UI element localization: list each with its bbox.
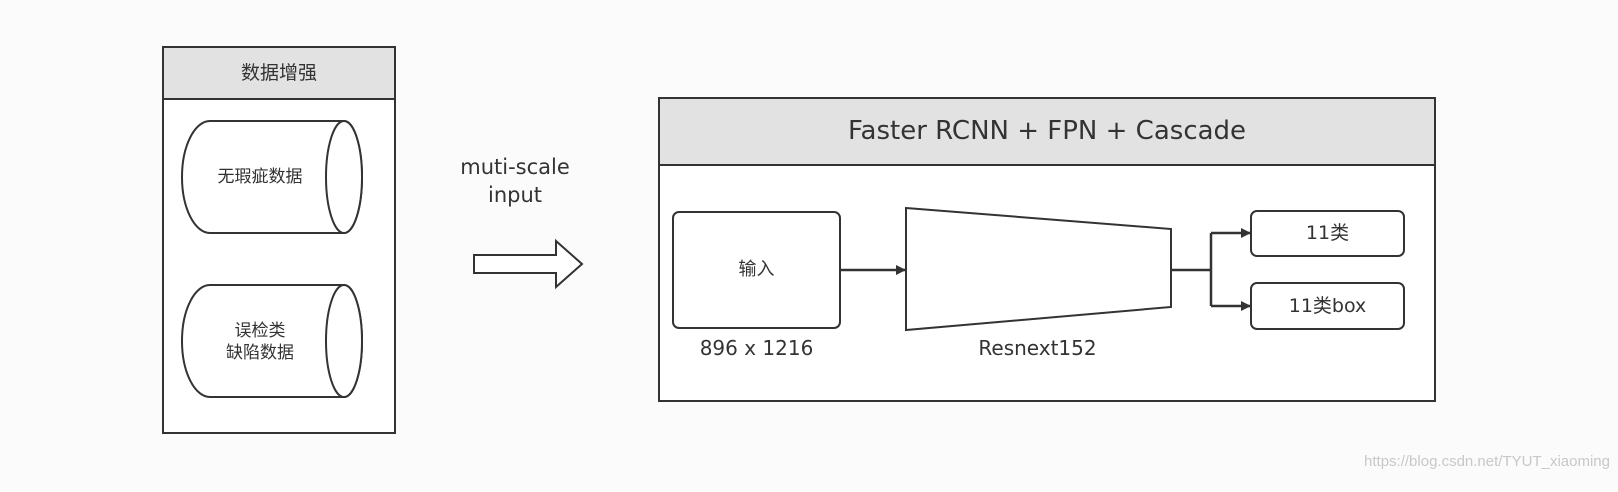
augmentation-header bbox=[162, 46, 396, 100]
cylinder-false-detection-data bbox=[181, 284, 363, 398]
input-label: 输入 bbox=[738, 259, 775, 281]
output-class-label: 11类 bbox=[1305, 222, 1350, 245]
input-size-label: 896 x 1216 bbox=[699, 336, 814, 360]
model-header bbox=[658, 97, 1436, 166]
output-box-class bbox=[1250, 210, 1405, 257]
output-branch-connector bbox=[1171, 228, 1251, 311]
cylinder-defect-free-data bbox=[181, 120, 363, 234]
transition-arrow bbox=[473, 238, 584, 290]
cylinder-label-line1: 误检类 bbox=[234, 320, 286, 341]
cylinder-label-false-detection: 误检类 缺陷数据 bbox=[185, 314, 335, 370]
watermark: https://blog.csdn.net/TYUT_xiaoming bbox=[1364, 453, 1610, 470]
cylinder-label-line2: 缺陷数据 bbox=[226, 343, 294, 363]
output-box-label: 11类box bbox=[1288, 294, 1367, 317]
cylinder-label-defect-free: 无瑕疵数据 bbox=[217, 166, 303, 187]
backbone-label: Resnext152 bbox=[978, 336, 1097, 360]
transition-label-line1: muti-scale bbox=[460, 154, 570, 179]
transition-label-line2: input bbox=[487, 183, 543, 207]
transition-label: muti-scale input bbox=[440, 150, 590, 212]
output-box-bbox bbox=[1250, 282, 1405, 330]
backbone-trapezoid bbox=[905, 206, 1172, 332]
model-title: Faster RCNN + FPN + Cascade bbox=[847, 115, 1247, 146]
augmentation-title: 数据增强 bbox=[240, 61, 317, 84]
